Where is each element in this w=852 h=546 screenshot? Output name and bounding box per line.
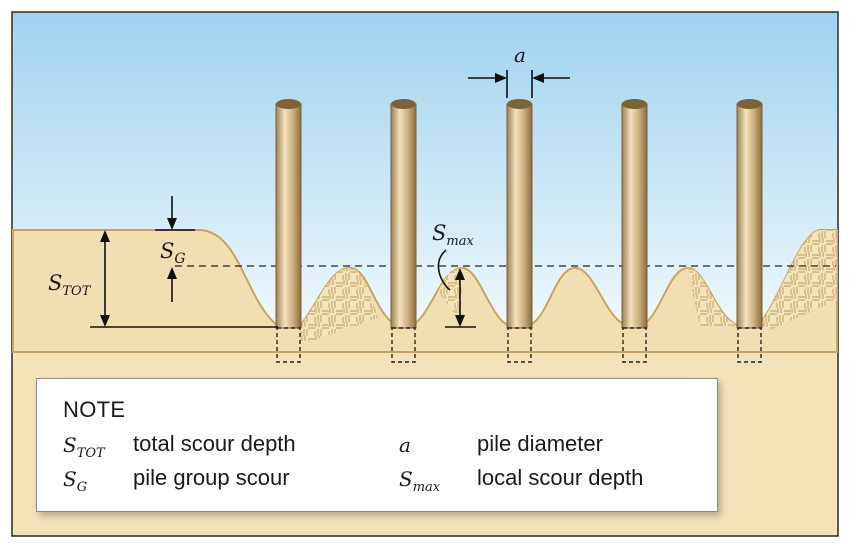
local-scour-dimension: [437, 249, 476, 328]
label-s-max: Smax: [432, 221, 474, 249]
label-a: a: [514, 43, 526, 67]
pile-1: [275, 99, 302, 363]
label-s-g: SG: [160, 239, 186, 267]
sediment-hatch-mid: [438, 268, 462, 320]
legend-symbol-a: a: [399, 433, 411, 457]
label-s-tot: STOT: [48, 271, 92, 299]
pile-diameter-dimension: [468, 70, 570, 98]
note-legend: NOTE STOT total scour depth SG pile grou…: [36, 378, 718, 512]
pile-4: [621, 99, 648, 363]
legend-desc-s-tot: total scour depth: [133, 431, 296, 456]
legend-desc-a: pile diameter: [477, 431, 603, 456]
legend-symbol-s-max: Smax: [399, 467, 441, 495]
legend-symbol-s-g: SG: [63, 467, 88, 495]
legend-desc-s-max: local scour depth: [477, 465, 644, 490]
sediment-hatch-right-a: [688, 268, 740, 326]
pile-2: [390, 99, 417, 363]
pile-3: [506, 99, 533, 363]
pile-5: [736, 99, 763, 363]
pile-group-scour-dimension: [155, 196, 195, 302]
legend-desc-s-g: pile group scour: [133, 465, 290, 490]
total-scour-dimension: [90, 230, 278, 328]
legend-symbol-s-tot: STOT: [63, 433, 105, 461]
sediment-hatch-right-b: [758, 230, 837, 330]
note-title: NOTE: [63, 397, 126, 422]
sediment-hatch-left: [300, 268, 378, 345]
